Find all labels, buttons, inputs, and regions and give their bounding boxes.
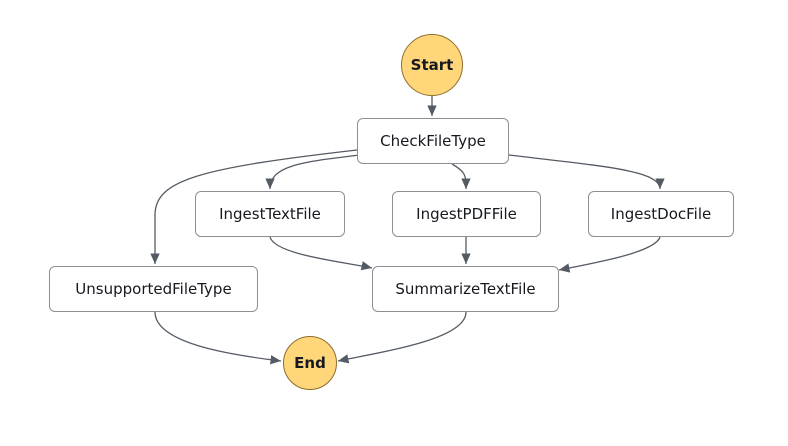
state-ingest-doc-file[interactable]: IngestDocFile: [588, 191, 734, 237]
state-unsupported-file-type[interactable]: UnsupportedFileType: [49, 266, 258, 312]
edge-check-file-type-to-ingest-doc-file: [508, 154, 665, 190]
state-end[interactable]: End: [283, 336, 337, 390]
edge-ingest-doc-file-to-summarize-text-file: [558, 236, 661, 273]
edge-unsupported-file-type-to-end: [154, 311, 282, 365]
edge-ingest-text-file-to-summarize-text-file: [269, 236, 373, 271]
state-start[interactable]: Start: [401, 34, 463, 96]
state-ingest-pdf-file[interactable]: IngestPDFFile: [392, 191, 541, 237]
edge-check-file-type-to-ingest-pdf-file: [451, 163, 471, 190]
edge-check-file-type-to-ingest-text-file: [265, 154, 361, 190]
edge-check-file-type-to-unsupported-file-type: [150, 149, 358, 264]
edge-summarize-text-file-to-end: [337, 311, 467, 364]
state-ingest-text-file[interactable]: IngestTextFile: [195, 191, 345, 237]
state-check-file-type[interactable]: CheckFileType: [357, 118, 509, 164]
state-summarize-text-file[interactable]: SummarizeTextFile: [372, 266, 559, 312]
